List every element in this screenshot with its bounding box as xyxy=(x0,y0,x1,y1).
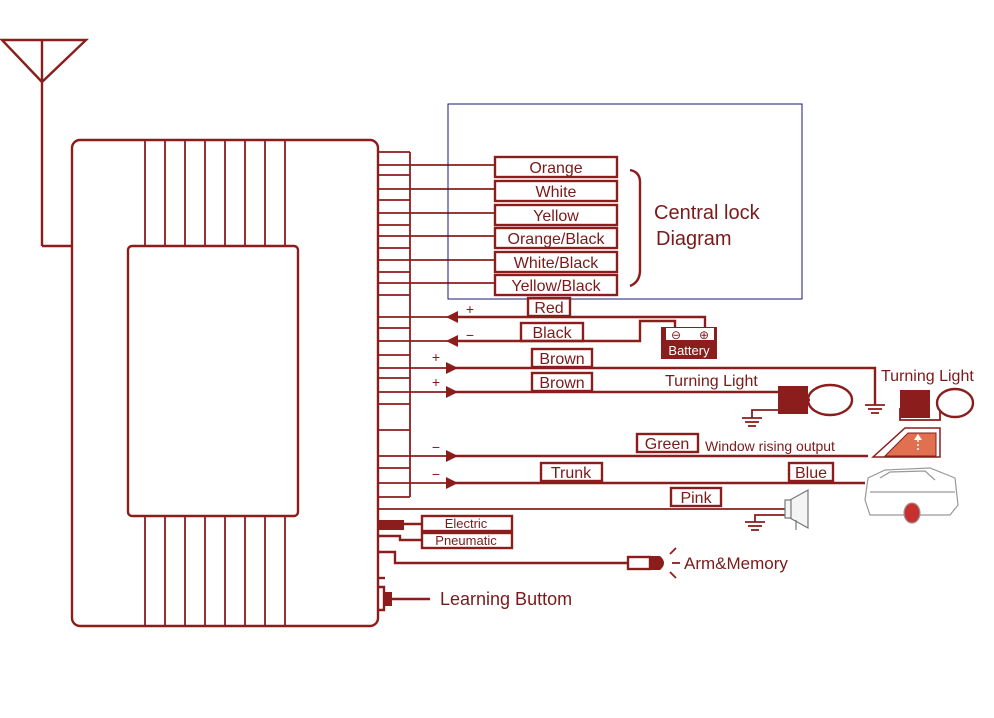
battery-label: Battery xyxy=(668,343,710,358)
turning-plus-2: + xyxy=(432,374,440,390)
battery-terminal-plus: ⊕ xyxy=(699,328,709,342)
central-lock-wire-labels xyxy=(493,155,619,297)
window-minus: − xyxy=(432,439,440,455)
wire-brown-1: Brown xyxy=(539,351,584,368)
arm-wiring xyxy=(378,550,628,565)
control-unit xyxy=(70,138,380,628)
battery-minus-sign: − xyxy=(466,327,474,343)
wire-pink: Pink xyxy=(680,490,712,507)
wire-red: Red xyxy=(534,300,563,317)
turning-light-icon xyxy=(742,383,854,427)
trunk-minus: − xyxy=(432,466,440,482)
wire-white: White xyxy=(536,184,577,201)
central-lock-box xyxy=(447,103,803,300)
central-lock-title-2: Diagram xyxy=(656,228,732,250)
wire-orange: Orange xyxy=(529,160,582,177)
turning-wiring xyxy=(446,347,877,405)
siren-wiring xyxy=(669,486,790,531)
lock-type-wiring xyxy=(378,514,514,550)
lock-type-electric: Electric xyxy=(445,516,488,531)
wire-orange-black: Orange/Black xyxy=(508,231,606,248)
central-lock-title-1: Central lock xyxy=(654,202,761,224)
learning-button-icon xyxy=(378,576,430,612)
lock-type-pneumatic: Pneumatic xyxy=(435,533,497,548)
wire-brown-2: Brown xyxy=(539,375,584,392)
siren-icon xyxy=(784,488,809,530)
learning-button-label: Learning Buttom xyxy=(440,589,572,609)
connector-bundle xyxy=(378,151,790,510)
window-rising-label: Window rising output xyxy=(705,438,835,454)
antenna-icon xyxy=(0,38,89,248)
turning-plus-1: + xyxy=(432,349,440,365)
led-icon xyxy=(626,547,680,579)
battery-terminal-minus: ⊖ xyxy=(671,328,681,342)
battery-icon xyxy=(661,327,717,359)
window-wiring xyxy=(446,432,868,462)
turning-light-label-2: Turning Light xyxy=(881,368,974,385)
wire-green: Green xyxy=(645,436,689,453)
turning-light-label-1: Turning Light xyxy=(665,373,758,390)
wire-yellow: Yellow xyxy=(533,208,579,225)
car-icon xyxy=(864,467,959,524)
central-lock-bracket xyxy=(629,168,642,288)
arm-memory-label: Arm&Memory xyxy=(684,554,788,573)
trunk-wiring xyxy=(446,461,865,489)
wire-trunk: Trunk xyxy=(551,465,592,482)
window-icon xyxy=(871,427,941,458)
wire-yellow-black: Yellow/Black xyxy=(511,278,601,295)
battery-plus-sign: + xyxy=(466,301,474,317)
turning-light-icon-2 xyxy=(865,387,975,421)
battery-wiring xyxy=(446,296,707,347)
wire-black: Black xyxy=(532,325,572,342)
wire-white-black: White/Black xyxy=(514,255,599,272)
wire-blue: Blue xyxy=(795,465,827,482)
